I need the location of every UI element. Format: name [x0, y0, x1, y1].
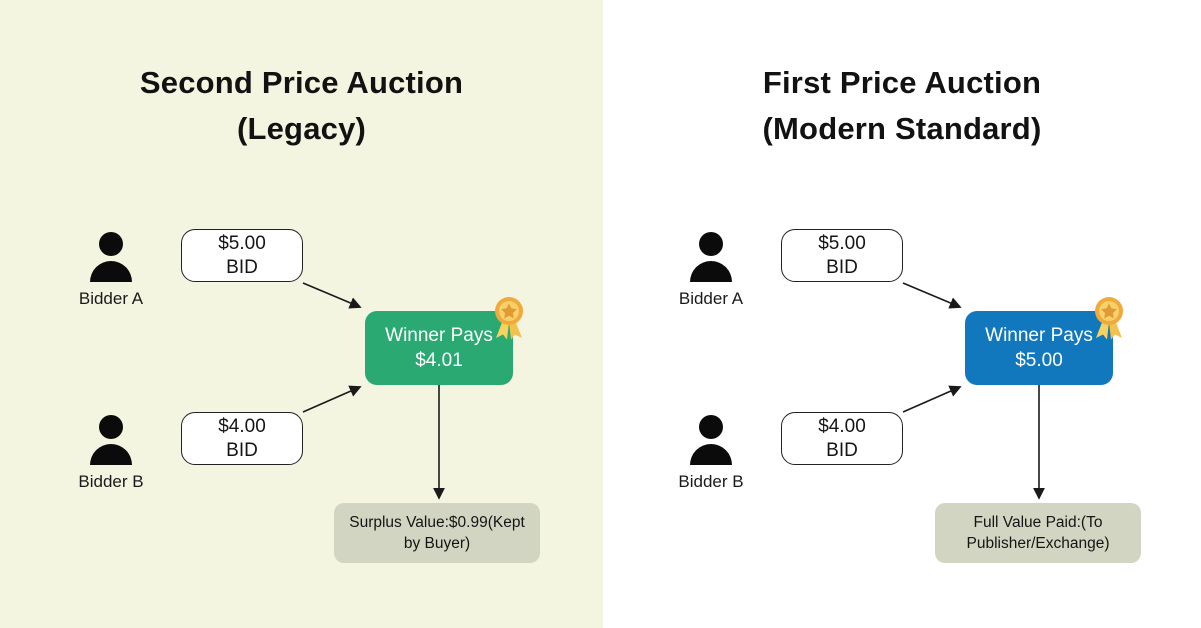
winner-pays-amount: $5.00 [1015, 350, 1063, 371]
bidder-label: Bidder B [78, 472, 144, 491]
winner-pays-amount: $4.01 [415, 350, 463, 371]
panel-title-first-price: First Price Auction (Modern Standard) [603, 60, 1201, 152]
medal-award-icon [495, 297, 523, 340]
panel-title-second-price: Second Price Auction (Legacy) [0, 60, 603, 152]
bidder-b: Bidder B [665, 415, 757, 492]
bidder-a: Bidder A [665, 232, 757, 309]
title-line-2: (Legacy) [236, 111, 367, 146]
bid-word: BID [826, 439, 858, 461]
bid-amount: $4.00 [818, 415, 866, 437]
bid-amount: $4.00 [218, 415, 266, 437]
winner-pays-label: Winner Pays [985, 325, 1093, 346]
bidder-label: Bidder A [678, 289, 744, 308]
bid-box-bidder-a: $5.00 BID [181, 229, 303, 282]
panel-first-price-auction: First Price Auction (Modern Standard) Bi… [603, 0, 1201, 628]
bid-word: BID [226, 439, 258, 461]
bidder-a: Bidder A [65, 232, 157, 309]
title-line-2: (Modern Standard) [762, 111, 1042, 146]
bid-box-bidder-b: $4.00 BID [781, 412, 903, 465]
bid-amount: $5.00 [818, 232, 866, 254]
person-icon [690, 415, 732, 465]
person-icon [90, 415, 132, 465]
bidder-label: Bidder B [678, 472, 744, 491]
title-line-1: First Price Auction [762, 65, 1042, 100]
bidder-label: Bidder A [78, 289, 144, 308]
person-icon [690, 232, 732, 282]
bid-word: BID [826, 256, 858, 278]
bid-box-bidder-b: $4.00 BID [181, 412, 303, 465]
panel-second-price-auction: Second Price Auction (Legacy) Bidder A $… [0, 0, 603, 628]
person-icon [90, 232, 132, 282]
title-line-1: Second Price Auction [139, 65, 464, 100]
outcome-box-full-value-paid: Full Value Paid:(To Publisher/Exchange) [935, 503, 1141, 563]
bid-word: BID [226, 256, 258, 278]
winner-pays-box-second-price: Winner Pays $4.01 [365, 297, 523, 385]
bidder-b: Bidder B [65, 415, 157, 492]
outcome-box-surplus-value: Surplus Value:$0.99(Kept by Buyer) [334, 503, 540, 563]
bid-box-bidder-a: $5.00 BID [781, 229, 903, 282]
winner-pays-box-first-price: Winner Pays $5.00 [965, 297, 1123, 385]
bid-amount: $5.00 [218, 232, 266, 254]
outcome-text: Surplus Value:$0.99(Kept by Buyer) [349, 514, 525, 552]
medal-award-icon [1095, 297, 1123, 340]
winner-pays-label: Winner Pays [385, 325, 493, 346]
outcome-text: Full Value Paid:(To Publisher/Exchange) [966, 514, 1110, 552]
